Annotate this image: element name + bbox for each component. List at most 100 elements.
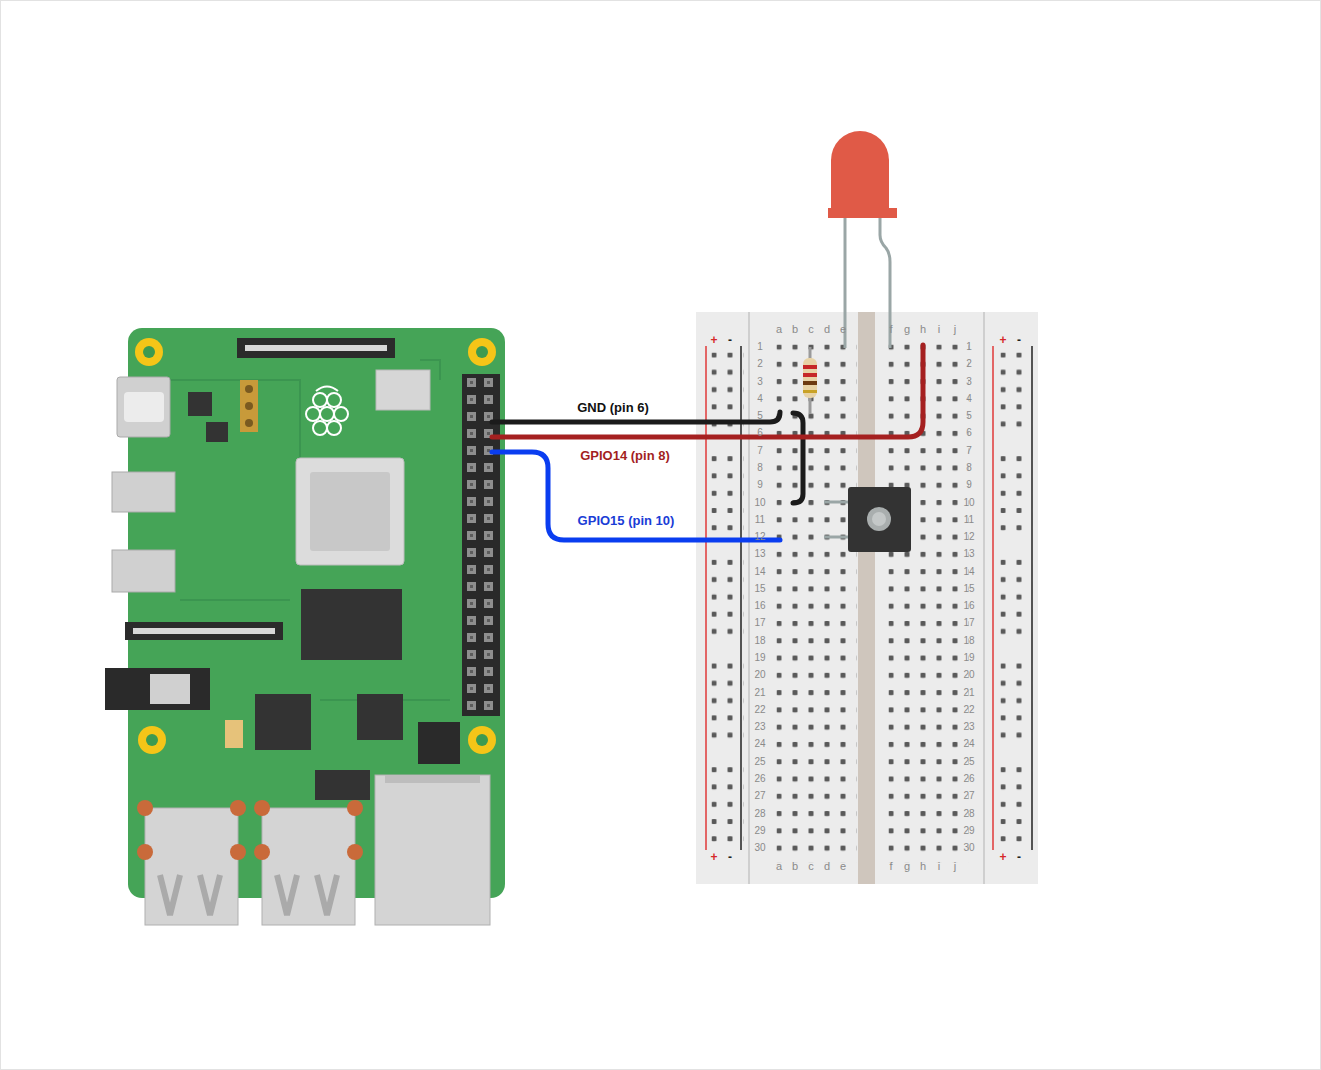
row-number: 10 bbox=[754, 498, 765, 508]
usb-controller-chip bbox=[255, 694, 311, 750]
ethernet-port bbox=[375, 775, 490, 925]
row-number: 22 bbox=[754, 705, 765, 715]
raspberry-logo bbox=[320, 407, 334, 421]
resistor-symbol bbox=[803, 373, 817, 377]
mounting-hole bbox=[468, 338, 496, 366]
resistor-symbol bbox=[803, 347, 817, 414]
column-letter: j bbox=[954, 324, 956, 335]
column-letter: a bbox=[776, 861, 782, 872]
raspberry-pi-board bbox=[137, 800, 153, 816]
signal-label: GPIO14 (pin 8) bbox=[580, 449, 670, 462]
memory-chip bbox=[301, 589, 402, 660]
raspberry-pi-board bbox=[225, 720, 243, 748]
column-letter: h bbox=[920, 324, 926, 335]
raspberry-pi-board bbox=[347, 844, 363, 860]
wiring-illustration bbox=[492, 345, 923, 540]
row-number: 8 bbox=[966, 463, 972, 473]
power-rail-line bbox=[992, 346, 994, 850]
row-number: 16 bbox=[754, 601, 765, 611]
raspberry-logo bbox=[327, 421, 341, 435]
poe-header bbox=[240, 380, 258, 432]
row-number: 8 bbox=[757, 463, 763, 473]
row-number: 18 bbox=[754, 636, 765, 646]
rail-holes bbox=[712, 353, 744, 843]
raspberry-pi-board bbox=[150, 360, 450, 700]
signal-label: GND (pin 6) bbox=[577, 401, 649, 414]
led-symbol bbox=[831, 131, 889, 210]
row-number: 25 bbox=[754, 757, 765, 767]
row-number: 11 bbox=[755, 515, 765, 525]
row-number: 13 bbox=[963, 549, 974, 559]
ethernet-chip bbox=[357, 694, 403, 740]
row-number: 24 bbox=[963, 739, 974, 749]
raspberry-pi-board bbox=[254, 844, 270, 860]
row-number: 21 bbox=[963, 688, 974, 698]
row-number: 21 bbox=[754, 688, 765, 698]
column-letter: d bbox=[824, 861, 830, 872]
ground-wire bbox=[492, 412, 780, 422]
mounting-hole bbox=[143, 346, 155, 358]
row-number: 10 bbox=[963, 498, 974, 508]
raspberry-pi-board bbox=[160, 875, 220, 915]
rail-plus-sign: + bbox=[999, 334, 1006, 346]
row-number: 6 bbox=[966, 428, 972, 438]
row-number: 16 bbox=[963, 601, 974, 611]
column-letter: i bbox=[938, 861, 940, 872]
raspberry-logo bbox=[306, 407, 320, 421]
breadboard bbox=[696, 312, 1038, 884]
resistor-symbol bbox=[803, 365, 817, 369]
gpio-header bbox=[462, 374, 500, 716]
led-symbol bbox=[828, 208, 897, 218]
row-number: 12 bbox=[963, 532, 974, 542]
audio-jack bbox=[105, 668, 210, 710]
raspberry-pi-board bbox=[245, 345, 387, 351]
soc-chip bbox=[296, 458, 404, 565]
usb-c-port bbox=[117, 377, 170, 437]
push-button bbox=[848, 487, 911, 552]
column-letter: g bbox=[904, 324, 910, 335]
raspberry-pi-board bbox=[347, 800, 363, 816]
row-number: 18 bbox=[963, 636, 974, 646]
row-number: 30 bbox=[754, 843, 765, 853]
row-number: 14 bbox=[754, 567, 765, 577]
raspberry-logo bbox=[334, 407, 348, 421]
gpio-pins bbox=[465, 377, 498, 715]
raspberry-pi-board bbox=[277, 875, 337, 915]
raspberry-logo bbox=[313, 421, 327, 435]
raspberry-pi-board bbox=[105, 328, 505, 925]
raspberry-pi-board bbox=[254, 800, 270, 816]
row-number: 14 bbox=[963, 567, 974, 577]
micro-hdmi-port bbox=[112, 550, 175, 592]
push-button bbox=[824, 536, 850, 539]
column-letter: j bbox=[954, 861, 956, 872]
row-number: 2 bbox=[966, 359, 972, 369]
usb-port bbox=[262, 808, 355, 925]
raspberry-pi-board bbox=[150, 674, 190, 704]
signal-label: GPIO15 (pin 10) bbox=[578, 514, 675, 527]
micro-hdmi-port bbox=[112, 472, 175, 512]
raspberry-pi-board bbox=[230, 800, 246, 816]
column-letter: b bbox=[792, 324, 798, 335]
mounting-hole bbox=[146, 734, 158, 746]
row-number: 12 bbox=[754, 532, 765, 542]
row-number: 9 bbox=[757, 480, 763, 490]
row-number: 29 bbox=[963, 826, 974, 836]
raspberry-pi-board bbox=[245, 385, 253, 393]
rail-minus-sign: - bbox=[1017, 334, 1021, 346]
row-number: 4 bbox=[757, 394, 763, 404]
jumper-header bbox=[418, 722, 460, 764]
row-number: 22 bbox=[963, 705, 974, 715]
center-channel bbox=[858, 312, 875, 884]
column-letter: g bbox=[904, 861, 910, 872]
raspberry-pi-board bbox=[230, 844, 246, 860]
row-number: 23 bbox=[754, 722, 765, 732]
row-number: 17 bbox=[963, 618, 974, 628]
raspberry-logo bbox=[313, 393, 327, 407]
row-number: 25 bbox=[963, 757, 974, 767]
row-number: 23 bbox=[963, 722, 974, 732]
raspberry-logo bbox=[306, 387, 348, 436]
resistor-symbol bbox=[803, 390, 817, 393]
row-number: 30 bbox=[963, 843, 974, 853]
mounting-hole bbox=[135, 338, 163, 366]
